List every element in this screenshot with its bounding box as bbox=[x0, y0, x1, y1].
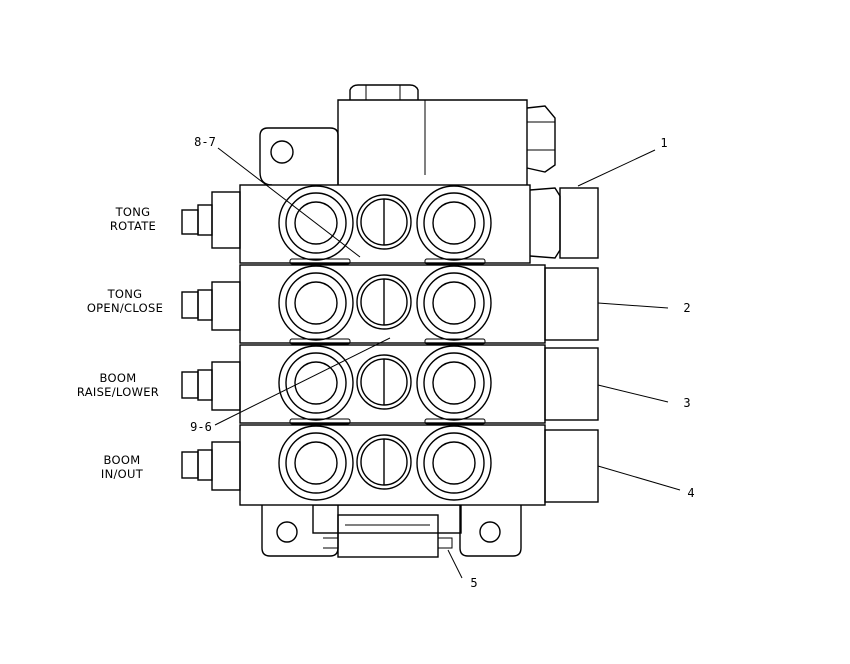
valve-section-boom-in-out bbox=[181, 424, 599, 506]
leader-lines bbox=[214, 147, 681, 579]
callout-2: 2 bbox=[683, 301, 690, 315]
label-tong-rotate-line1: TONG bbox=[115, 205, 151, 219]
callout-1: 1 bbox=[660, 136, 667, 150]
label-tong-rotate-line2: ROTATE bbox=[110, 219, 156, 233]
label-tong-open-close-line2: OPEN/CLOSE bbox=[87, 301, 163, 315]
valve-section-boom-raise-lower bbox=[181, 344, 599, 424]
bottom-mounting-ears bbox=[261, 504, 522, 558]
label-boom-in-out-line1: BOOM bbox=[104, 453, 141, 467]
callout-9-6: 9-6 bbox=[190, 420, 212, 434]
label-boom-in-out-line2: IN/OUT bbox=[101, 467, 144, 481]
valve-section-tong-open-close bbox=[181, 264, 599, 344]
callout-5: 5 bbox=[470, 576, 477, 590]
callout-labels: 8-7 1 2 3 4 9-6 5 bbox=[190, 135, 694, 590]
callout-8-7: 8-7 bbox=[194, 135, 216, 149]
valve-section-tong-rotate bbox=[181, 184, 599, 264]
label-boom-raise-lower-line1: BOOM bbox=[100, 371, 137, 385]
top-mounting-ear bbox=[259, 127, 339, 186]
label-boom-raise-lower-line2: RAISE/LOWER bbox=[77, 385, 159, 399]
callout-4: 4 bbox=[687, 486, 694, 500]
label-tong-open-close-line1: TONG bbox=[107, 287, 143, 301]
top-port-block bbox=[337, 84, 556, 185]
callout-3: 3 bbox=[683, 396, 690, 410]
section-seals bbox=[289, 258, 486, 425]
section-labels: TONG ROTATE TONG OPEN/CLOSE BOOM RAISE/L… bbox=[77, 205, 163, 481]
